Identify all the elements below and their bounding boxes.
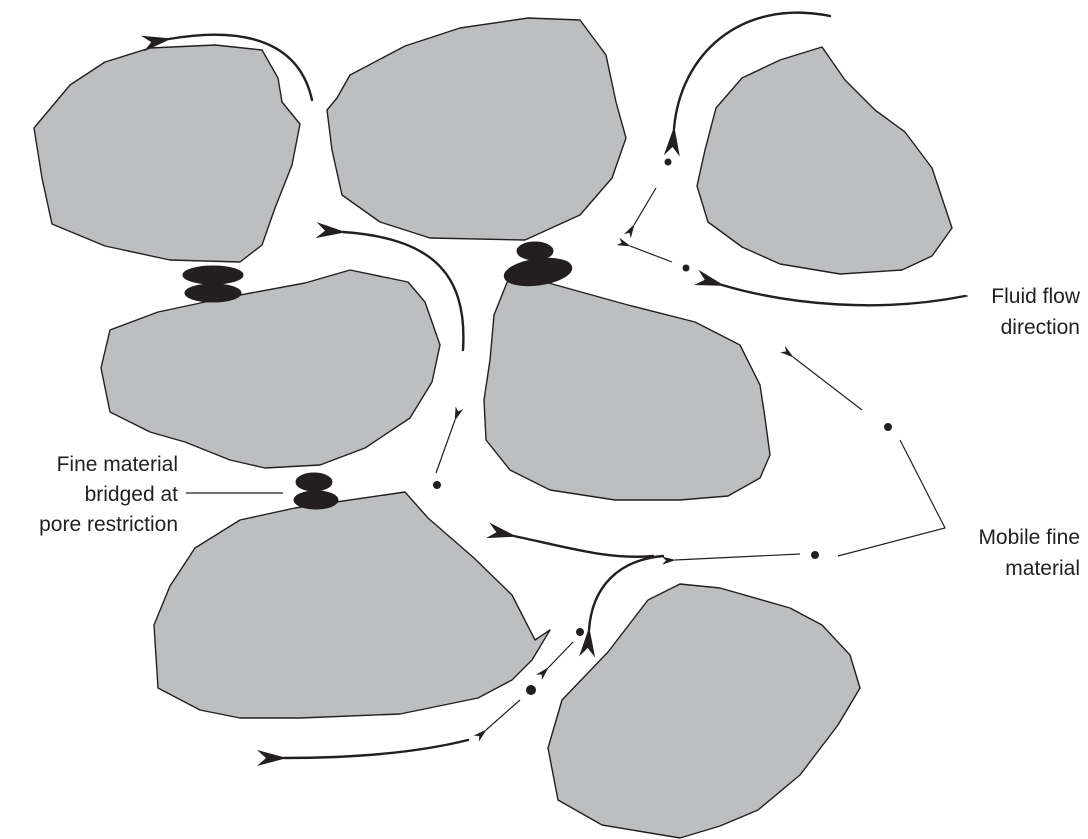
sand-grains (33, 17, 953, 839)
grain-top-center (326, 17, 627, 241)
particle-arrow (473, 699, 521, 742)
flow-arrow-center-up (315, 222, 465, 352)
fine-particle-mobile (664, 158, 672, 166)
fine-particle-bridged (295, 472, 333, 492)
fine-particle-bridged (516, 241, 554, 261)
fine-particle-mobile (682, 264, 690, 272)
flow-arrow-fluid-direction (693, 269, 967, 307)
particle-arrow (623, 187, 657, 239)
flow-arrow-top-left (141, 33, 314, 102)
fine-particle-bridged (503, 257, 573, 287)
flow-arrow-bottom-down (579, 554, 665, 658)
label-fluid-flow-line1: Fluid flow (991, 285, 1081, 308)
mobile-fine-particles (433, 158, 892, 695)
flow-arrow-top-right-down (663, 11, 832, 157)
fine-particle-mobile (811, 551, 819, 559)
label-mobile-fine-line2: material (1005, 557, 1080, 580)
fine-particle-bridged (293, 490, 339, 510)
label-bridged-line2: bridged at (85, 483, 179, 506)
particle-path-arrows (435, 187, 863, 742)
flow-arrows (141, 11, 967, 767)
fine-particle-mobile (526, 685, 536, 695)
label-fluid-flow-line2: direction (1001, 316, 1080, 339)
fine-particle-mobile (433, 481, 441, 489)
leader-line-mobile-fine (837, 439, 946, 557)
fine-particle-mobile (884, 423, 892, 431)
labels: Fluid flow direction Mobile fine materia… (39, 285, 1081, 580)
flow-arrow-bottom-left (485, 522, 655, 558)
fine-particle-bridged (182, 265, 244, 285)
particle-arrow (616, 237, 673, 263)
fine-particle-mobile (576, 628, 584, 636)
label-bridged-line3: pore restriction (39, 513, 178, 536)
grain-top-left (33, 44, 301, 263)
particle-arrow (780, 345, 863, 411)
grain-middle-left (100, 269, 441, 469)
particle-arrow (661, 553, 801, 565)
label-mobile-fine-line1: Mobile fine (978, 526, 1080, 549)
grain-middle-right (483, 274, 771, 501)
bridged-fine-particles (182, 241, 573, 510)
flow-arrow-bottom-exit (256, 738, 470, 767)
particle-arrow (536, 641, 574, 681)
grain-bottom-right (547, 583, 861, 839)
fine-particle-bridged (184, 283, 242, 303)
label-bridged-line1: Fine material (57, 453, 178, 476)
grain-bottom-left (153, 491, 551, 719)
leader-lines (186, 295, 968, 557)
grain-top-right (696, 46, 953, 275)
particle-arrow (435, 406, 464, 474)
